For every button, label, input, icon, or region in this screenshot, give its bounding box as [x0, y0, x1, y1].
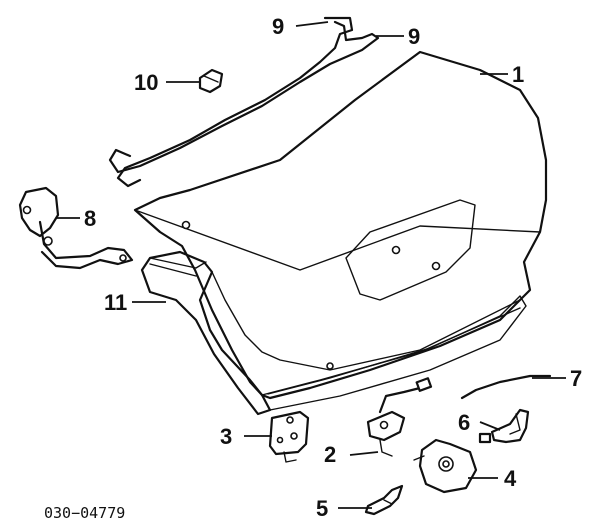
callout-1: 1: [512, 62, 524, 87]
callout-6: 6: [458, 410, 470, 435]
hinge-8: [18, 186, 134, 270]
callout-5: 5: [316, 496, 328, 521]
lock-cylinder-2: [366, 377, 433, 457]
callout-9b: 9: [408, 24, 420, 49]
callout-7: 7: [570, 366, 582, 391]
callout-10: 10: [134, 70, 158, 95]
striker-6: [478, 408, 530, 444]
actuator-4: [413, 438, 478, 494]
callout-3: 3: [220, 424, 232, 449]
callout-11: 11: [104, 290, 127, 315]
leader-lines: [56, 21, 566, 509]
latch-3: [268, 410, 310, 463]
clip-10: [198, 68, 224, 94]
callout-2: 2: [324, 442, 336, 467]
callout-8: 8: [84, 206, 96, 231]
bracket-5: [364, 484, 404, 516]
weatherstrip-11: [140, 250, 527, 416]
torsion-bar-9: [108, 16, 380, 188]
diagram-code: 030−04779: [44, 504, 125, 522]
rod-7: [460, 374, 552, 400]
callout-9a: 9: [272, 14, 284, 39]
callout-4: 4: [504, 466, 517, 491]
